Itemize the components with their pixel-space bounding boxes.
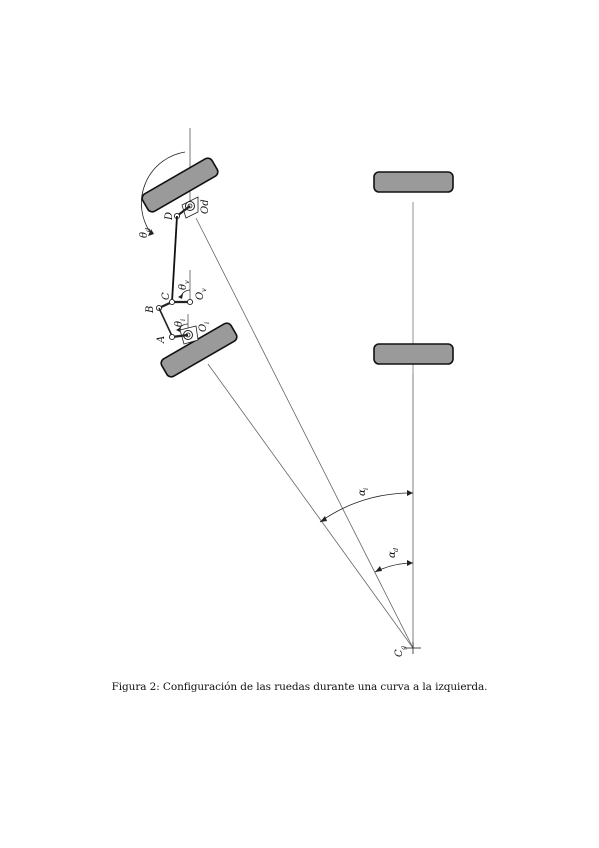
alpha-i-arrowhead-right xyxy=(407,490,413,496)
label-theta-v: θ v xyxy=(178,280,191,290)
wheel-front-top xyxy=(141,157,219,213)
svg-text:d: d xyxy=(392,548,400,552)
line-to-cg-from-oi xyxy=(207,363,414,649)
tie-rod-ba xyxy=(158,307,173,337)
label-point-ov: O v xyxy=(195,288,208,300)
label-theta-i: θ i xyxy=(174,319,187,327)
svg-text:D: D xyxy=(164,212,175,221)
label-point-a: A xyxy=(156,336,167,344)
svg-text:Od: Od xyxy=(200,199,211,214)
svg-text:g: g xyxy=(399,646,407,650)
alpha-i-arrowhead-left xyxy=(320,516,327,522)
label-point-oi: O i xyxy=(198,322,211,332)
label-alpha-d: α d xyxy=(387,548,400,558)
svg-text:B: B xyxy=(145,306,156,314)
figure-caption: Figura 2: Configuración de las ruedas du… xyxy=(111,681,488,693)
label-alpha-i: α i xyxy=(357,488,370,496)
point-c-joint xyxy=(168,298,176,306)
svg-text:C: C xyxy=(394,649,405,657)
alpha-d-arrowhead-right xyxy=(407,560,413,566)
svg-text:θ: θ xyxy=(139,232,150,238)
label-point-d: D xyxy=(164,212,175,221)
svg-text:C: C xyxy=(161,292,172,300)
label-point-c: C xyxy=(161,292,172,300)
theta-v-arrowhead xyxy=(178,294,183,299)
alpha-d-arrowhead-left xyxy=(375,566,382,572)
svg-text:θ: θ xyxy=(174,321,185,327)
label-point-b: B xyxy=(145,306,156,314)
alpha-i-arc xyxy=(319,492,414,523)
svg-text:v: v xyxy=(200,288,208,292)
svg-text:i: i xyxy=(203,322,211,324)
steering-diagram: θ d D Od C θ v O v B θ i O i xyxy=(139,128,454,657)
wheel-rear-bottom xyxy=(373,343,454,365)
svg-text:α: α xyxy=(357,489,368,496)
theta-i-arrowhead xyxy=(176,327,181,332)
ov-pivot xyxy=(186,298,194,306)
svg-text:i: i xyxy=(179,319,187,321)
theta-d-arc xyxy=(141,151,186,233)
label-point-od: Od xyxy=(200,199,211,214)
svg-text:O: O xyxy=(195,292,206,300)
svg-text:d: d xyxy=(144,228,152,232)
wheel-rear-top xyxy=(373,171,454,193)
svg-text:θ: θ xyxy=(178,284,189,290)
svg-text:i: i xyxy=(362,488,370,490)
tie-rod-dc xyxy=(171,215,178,303)
label-point-cg: C g xyxy=(394,646,407,657)
svg-text:A: A xyxy=(156,336,167,344)
label-theta-d: θ d xyxy=(139,228,152,238)
line-to-cg-from-od xyxy=(195,217,414,649)
svg-text:α: α xyxy=(387,551,398,558)
svg-text:O: O xyxy=(198,324,209,332)
svg-text:v: v xyxy=(183,280,191,284)
theta-d-arrowhead xyxy=(148,229,154,236)
point-a-joint xyxy=(168,333,176,341)
